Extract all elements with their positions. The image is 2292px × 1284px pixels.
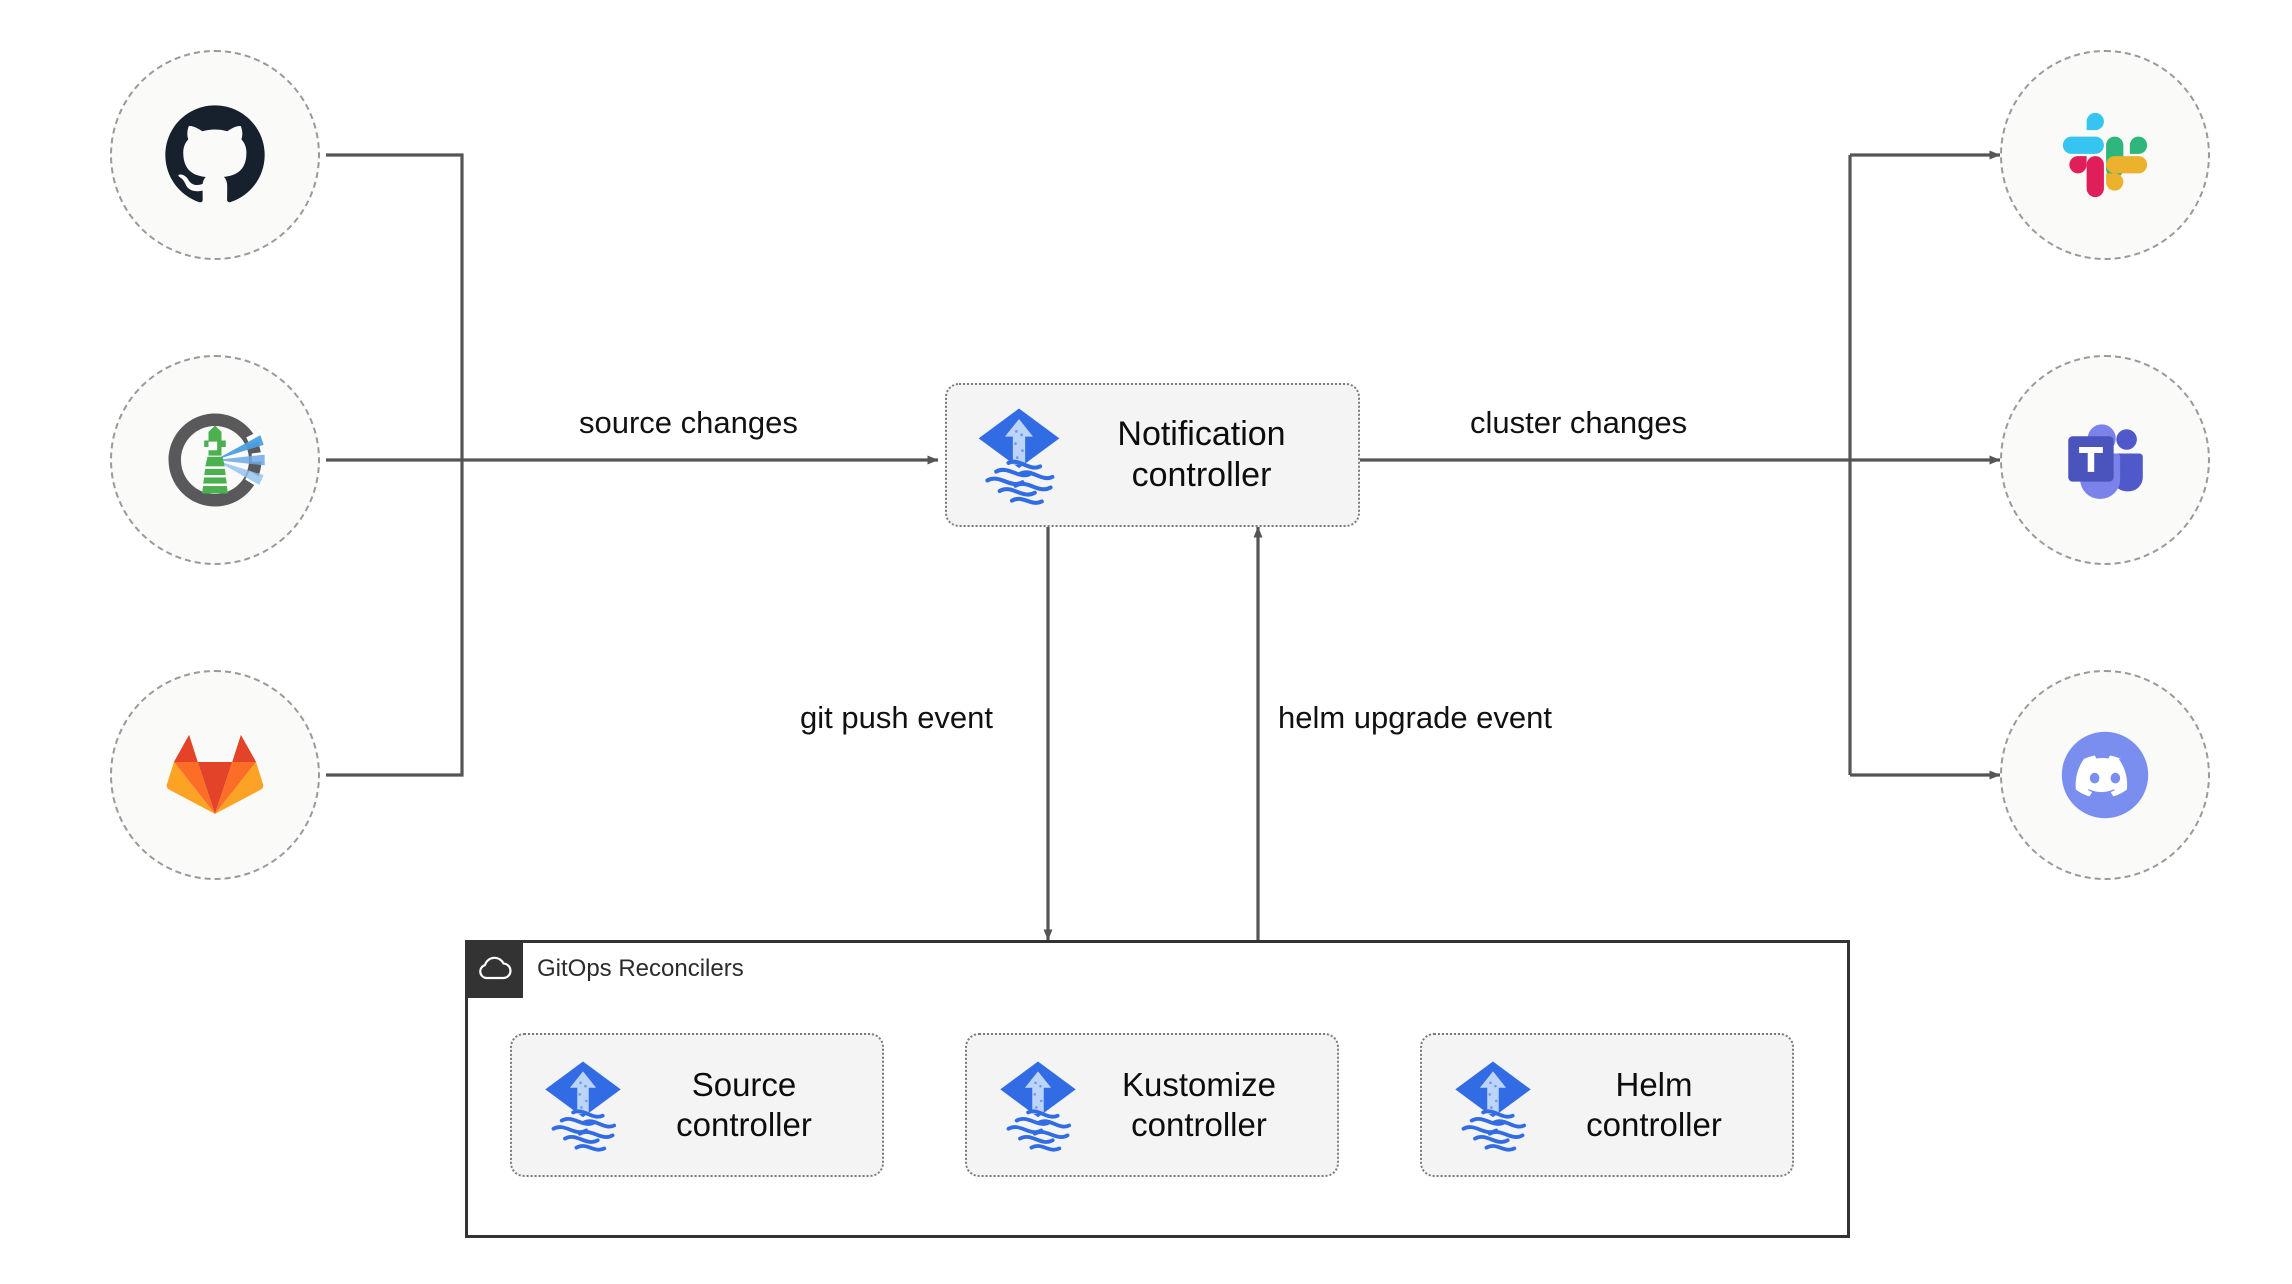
source-controller-label: Source controller <box>676 1065 812 1143</box>
edge-label-helm-upgrade-event: helm upgrade event <box>1278 700 1553 735</box>
gitops-reconcilers-header: GitOps Reconcilers <box>465 940 744 998</box>
source-node-harbor[interactable] <box>110 355 320 565</box>
destination-node-slack[interactable] <box>2000 50 2210 260</box>
github-icon <box>165 105 265 203</box>
source-controller-box[interactable]: Source controller <box>510 1033 884 1177</box>
edge-label-git-push-event: git push event <box>800 700 994 735</box>
kustomize-controller-label: Kustomize controller <box>1121 1065 1277 1143</box>
wire-gitlab-to-trunk <box>326 460 464 777</box>
flux-logo-icon <box>545 1061 621 1152</box>
microsoft-teams-icon <box>2068 424 2143 499</box>
cloud-icon <box>465 940 523 998</box>
notification-controller-box[interactable]: Notification controller <box>945 383 1360 527</box>
flux-logo-icon <box>1000 1061 1076 1152</box>
destination-node-discord[interactable] <box>2000 670 2210 880</box>
harbor-icon <box>168 413 268 507</box>
helm-controller-label: Helm controller <box>1586 1065 1722 1143</box>
kustomize-controller-box[interactable]: Kustomize controller <box>965 1033 1339 1177</box>
edge-label-source-changes: source changes <box>579 405 798 440</box>
destination-node-teams[interactable] <box>2000 355 2210 565</box>
edge-label-cluster-changes: cluster changes <box>1470 405 1688 440</box>
discord-icon <box>2061 731 2149 819</box>
wire-github-to-trunk <box>326 153 464 460</box>
notification-controller-label: Notification controller <box>1117 414 1286 494</box>
flux-logo-icon <box>1455 1061 1531 1152</box>
helm-controller-box[interactable]: Helm controller <box>1420 1033 1794 1177</box>
gitops-reconcilers-title: GitOps Reconcilers <box>537 955 744 982</box>
source-node-github[interactable] <box>110 50 320 260</box>
flux-logo-icon <box>978 408 1060 505</box>
slack-icon <box>2062 112 2148 198</box>
source-node-gitlab[interactable] <box>110 670 320 880</box>
gitlab-icon <box>166 735 264 814</box>
